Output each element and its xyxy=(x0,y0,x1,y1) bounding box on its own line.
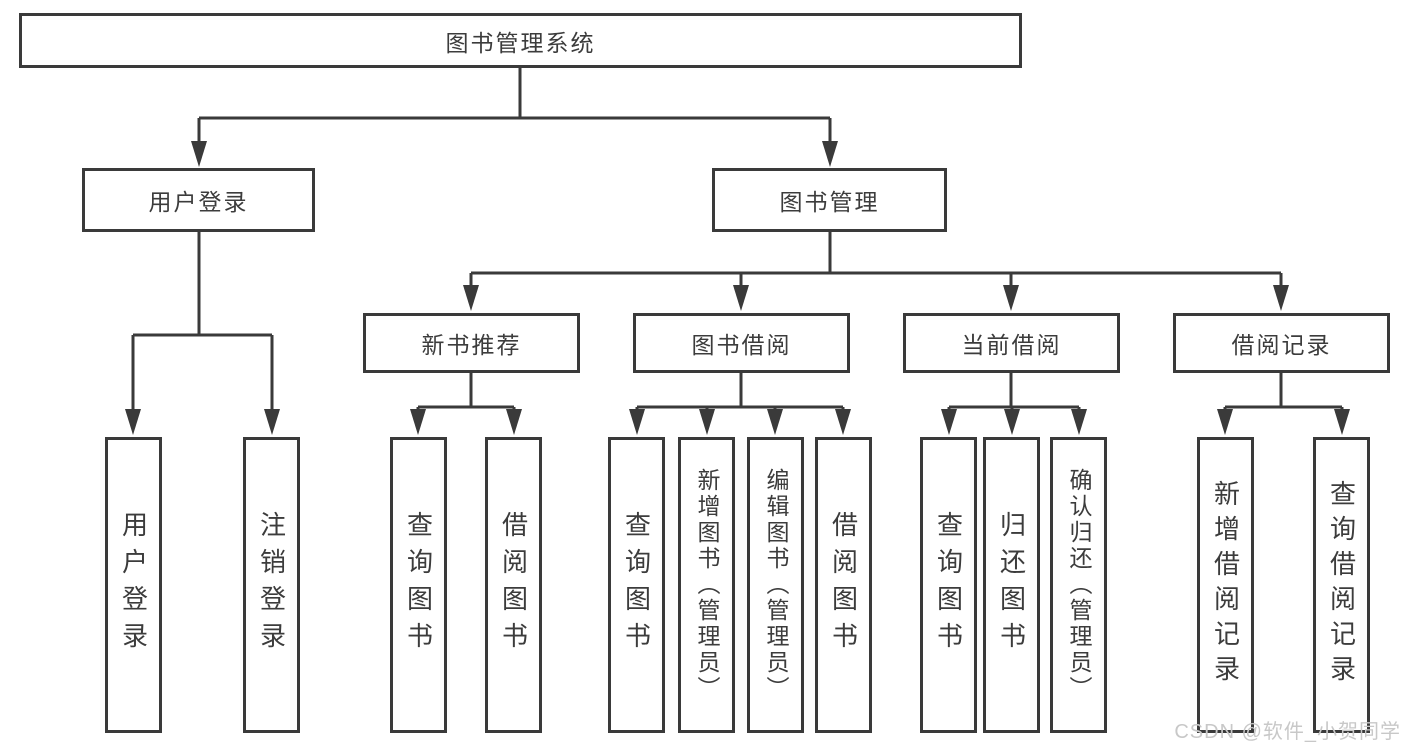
leaf-add-book-admin: 新增图书（管理员） xyxy=(678,437,735,733)
leaf-logout: 注销登录 xyxy=(243,437,300,733)
connector-root-to-level2 xyxy=(197,67,832,152)
leaf-query-books-current: 查询图书 xyxy=(920,437,977,733)
leaf-add-borrow-record: 新增借阅记录 xyxy=(1197,437,1254,733)
leaf-return-book: 归还图书 xyxy=(983,437,1040,733)
connector-userlogin-to-leaves xyxy=(131,232,274,420)
leaf-edit-book-admin: 编辑图书（管理员） xyxy=(747,437,804,733)
arrowheads xyxy=(125,141,1350,435)
connector-bookborrow-to-leaves xyxy=(635,373,845,420)
leaf-borrow-books-recommend: 借阅图书 xyxy=(485,437,542,733)
node-new-book-recommend: 新书推荐 xyxy=(363,313,580,373)
leaf-confirm-return-admin: 确认归还（管理员） xyxy=(1050,437,1107,733)
leaf-query-borrow-record: 查询借阅记录 xyxy=(1313,437,1370,733)
connector-borrowrecords-to-leaves xyxy=(1223,373,1344,420)
node-user-login: 用户登录 xyxy=(82,168,315,232)
leaf-borrow-books: 借阅图书 xyxy=(815,437,872,733)
connector-bookmgmt-to-level3 xyxy=(469,232,1283,296)
connector-newbookrec-to-leaves xyxy=(416,373,516,420)
node-root-system: 图书管理系统 xyxy=(19,13,1022,68)
node-current-borrow: 当前借阅 xyxy=(903,313,1120,373)
node-book-borrow: 图书借阅 xyxy=(633,313,850,373)
leaf-query-books-borrow: 查询图书 xyxy=(608,437,665,733)
node-borrow-records: 借阅记录 xyxy=(1173,313,1390,373)
node-book-management: 图书管理 xyxy=(712,168,947,232)
leaf-user-login: 用户登录 xyxy=(105,437,162,733)
leaf-query-books-recommend: 查询图书 xyxy=(390,437,447,733)
csdn-watermark: CSDN @软件_小贺同学 xyxy=(1174,721,1401,743)
